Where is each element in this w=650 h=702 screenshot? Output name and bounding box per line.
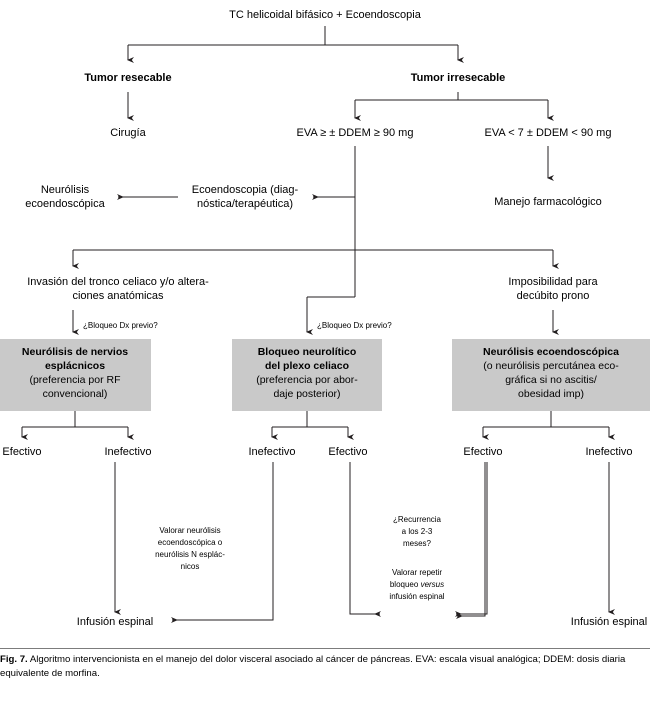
edge-efectivo3-to-note <box>456 462 486 619</box>
outcome-box1-right: Inefectivo <box>104 446 151 458</box>
node-eva-alta-label: EVA ≥ ± DDEM ≥ 90 mg <box>297 127 414 139</box>
outcome-box2-right: Efectivo <box>328 446 367 458</box>
node-tumor-irresecable-label: Tumor irresecable <box>411 72 506 84</box>
box1-line2: esplácnicos <box>45 360 105 372</box>
note-valorar-repetir-word-versus: versus <box>421 580 445 589</box>
node-eva-baja-label: EVA < 7 ± DDEM < 90 mg <box>485 127 612 139</box>
note-valorar-repetir-line3: infusión espinal <box>389 592 444 601</box>
box1-line3: (preferencia por RF <box>29 374 120 386</box>
edge-inefectivo2-down <box>349 462 381 617</box>
caption-divider <box>0 648 650 649</box>
figure-caption-text: Algoritmo intervencionista en el manejo … <box>0 654 626 679</box>
note-valorar-neurolisis-line1: Valorar neurólisis <box>159 526 220 535</box>
terminal-infusion-espinal-left: Infusión espinal <box>77 616 153 628</box>
note-valorar-neurolisis-line3: neurólisis N esplác- <box>155 550 225 559</box>
node-invasion-line1: Invasión del tronco celiaco y/o altera- <box>27 276 209 288</box>
label-bloqueo-dx-previo-2: ¿Bloqueo Dx previo? <box>317 321 392 330</box>
terminal-infusion-espinal-right: Infusión espinal <box>571 616 647 628</box>
outcome-box3-right: Inefectivo <box>585 446 632 458</box>
note-valorar-neurolisis-line4: nicos <box>181 562 200 571</box>
box1-line1: Neurólisis de nervios <box>22 346 128 358</box>
box3-line2: (o neurólisis percutánea eco- <box>483 360 619 372</box>
note-valorar-repetir-line1: Valorar repetir <box>392 568 442 577</box>
node-manejo-farmacologico-label: Manejo farmacológico <box>494 196 602 208</box>
node-cirugia-label: Cirugía <box>110 127 146 139</box>
box2-line1: Bloqueo neurolítico <box>258 346 357 358</box>
box1-line4: convencional) <box>43 388 108 400</box>
edge-inefectivo1-to-infusion <box>171 462 274 623</box>
node-neurolisis-eco-line2: ecoendoscópica <box>25 198 105 210</box>
figure-label: Fig. 7. <box>0 654 28 665</box>
label-bloqueo-dx-previo-1: ¿Bloqueo Dx previo? <box>83 321 158 330</box>
box2-line4: daje posterior) <box>273 388 340 400</box>
note-recurrencia-line3: meses? <box>403 539 432 548</box>
note-recurrencia-line1: ¿Recurrencia <box>393 515 442 524</box>
figure-caption: Fig. 7. Algoritmo intervencionista en el… <box>0 653 646 681</box>
note-recurrencia-line2: a los 2-3 <box>402 527 433 536</box>
node-imposibilidad-line1: Imposibilidad para <box>508 276 598 288</box>
edge-efectivo2-down <box>455 462 488 617</box>
node-neurolisis-eco-line1: Neurólisis <box>41 184 90 196</box>
box3-line4: obesidad imp) <box>518 388 584 400</box>
node-imposibilidad-line2: decúbito prono <box>517 290 590 302</box>
box2-line3: (preferencia por abor- <box>256 374 358 386</box>
note-valorar-neurolisis-line2: ecoendoscópica o <box>158 538 223 547</box>
box3-line3: gráfica si no ascitis/ <box>505 374 597 386</box>
box2-line2: del plexo celiaco <box>265 360 349 372</box>
outcome-box2-left: Inefectivo <box>248 446 295 458</box>
box3-line1: Neurólisis ecoendoscópica <box>483 346 619 358</box>
box-bloqueo-plexo-celiaco <box>232 339 382 411</box>
outcome-box3-left: Efectivo <box>463 446 502 458</box>
box-neurolisis-esplacnicos <box>0 339 151 411</box>
flowchart-diagram: TC helicoidal bifásico + Ecoendoscopia T… <box>0 9 650 628</box>
outcome-box1-left: Efectivo <box>2 446 41 458</box>
node-ecoendoscopia-line2: nóstica/terapéutica) <box>197 198 293 210</box>
box-neurolisis-ecoendoscopica <box>452 339 650 411</box>
note-valorar-repetir-word-bloqueo: bloqueo <box>390 580 421 589</box>
node-root-label: TC helicoidal bifásico + Ecoendoscopia <box>229 9 422 21</box>
node-tumor-resecable-label: Tumor resecable <box>84 72 171 84</box>
node-ecoendoscopia-line1: Ecoendoscopia (diag- <box>192 184 299 196</box>
node-invasion-line2: ciones anatómicas <box>72 290 164 302</box>
note-valorar-repetir-line2: bloqueo versus <box>390 580 444 589</box>
